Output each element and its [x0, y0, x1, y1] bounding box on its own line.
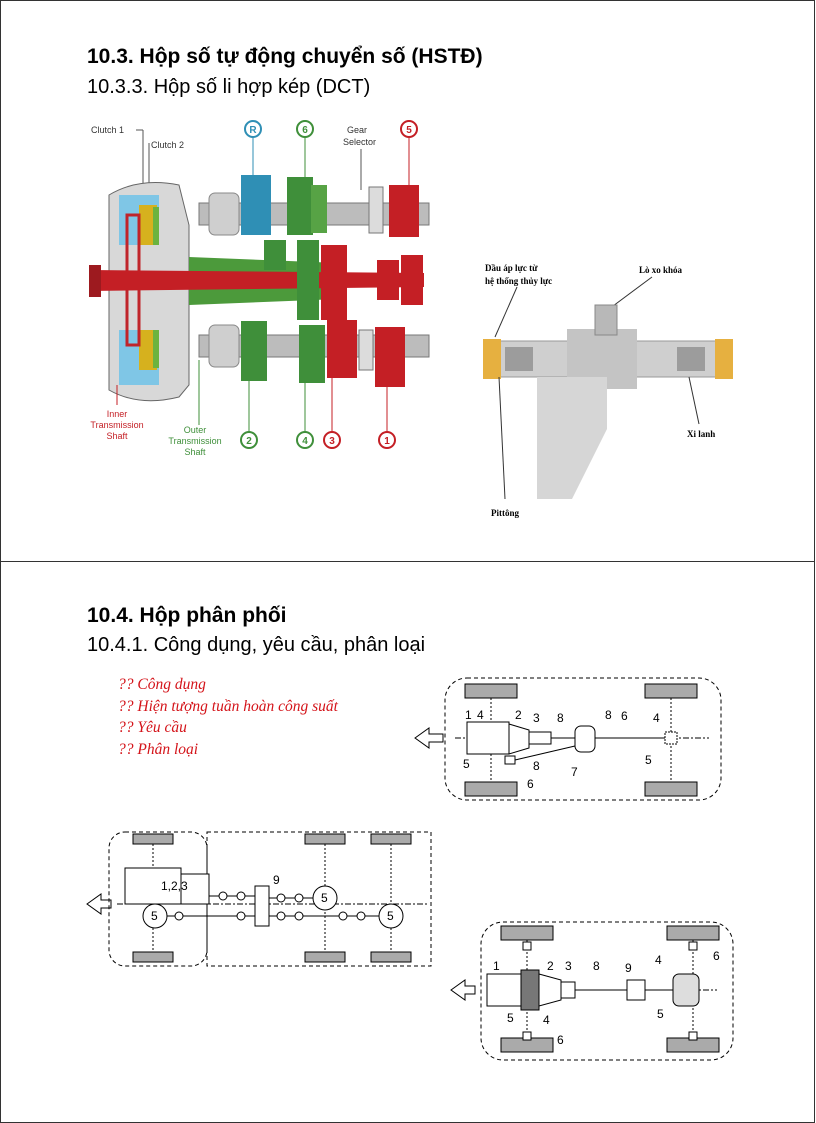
label-a-2: 2 — [515, 708, 522, 722]
slide2-subheading: 10.4.1. Công dụng, yêu cầu, phân loại — [87, 634, 426, 656]
label-a-8a: 8 — [557, 711, 564, 725]
label-c-6a: 6 — [713, 949, 720, 963]
gear-selector-label-1: Gear — [347, 125, 367, 135]
outer-shaft-label-2: Transmission — [168, 436, 221, 446]
label-c-5a: 5 — [507, 1011, 514, 1025]
forward-arrow-icon — [86, 893, 112, 915]
gear-marker-R: R — [244, 120, 262, 138]
label-c-8: 8 — [593, 959, 600, 973]
slide1-heading: 10.3. Hộp số tự động chuyển số (HSTĐ) — [87, 45, 483, 68]
dct-gearbox-illustration: Clutch 1 Clutch 2 Gear Selector — [89, 120, 430, 457]
gear-marker-2: 2 — [240, 431, 258, 449]
svg-text:3: 3 — [329, 436, 335, 447]
gear-selector-label-2: Selector — [343, 137, 376, 147]
svg-text:R: R — [249, 125, 257, 136]
question-item: ?? Công dụng — [118, 676, 206, 693]
slide-gearbox-dct: 10.3. Hộp số tự động chuyển số (HSTĐ) 10… — [0, 0, 815, 562]
question-item: ?? Yêu cầu — [118, 719, 187, 736]
label-b-5c: 5 — [387, 909, 394, 923]
label-b-5b: 5 — [321, 891, 328, 905]
question-list: ?? Công dụng ?? Hiện tượng tuần hoàn côn… — [118, 674, 338, 760]
svg-text:5: 5 — [406, 125, 412, 136]
label-a-5a: 5 — [463, 757, 470, 771]
shift-actuator-illustration: Dầu áp lực từ hệ thống thủy lực Lò xo kh… — [483, 263, 733, 518]
label-a-1: 1 — [465, 708, 472, 722]
label-a-8b: 8 — [605, 708, 612, 722]
gear-marker-6: 6 — [296, 120, 314, 138]
svg-text:1: 1 — [384, 436, 390, 447]
transfer-case-diagram-a: 1 4 2 3 8 8 6 4 5 8 7 5 6 — [414, 677, 722, 801]
label-c-5b: 5 — [657, 1007, 664, 1021]
slide2-heading: 10.4. Hộp phân phối — [87, 604, 287, 627]
label-c-9: 9 — [625, 961, 632, 975]
oil-label-1: Dầu áp lực từ — [485, 263, 538, 273]
gear-marker-5: 5 — [400, 120, 418, 138]
label-c-2: 2 — [547, 959, 554, 973]
svg-text:4: 4 — [302, 436, 308, 447]
spring-label: Lò xo khóa — [639, 265, 683, 275]
inner-shaft-label-3: Shaft — [106, 431, 128, 441]
label-b-9: 9 — [273, 873, 280, 887]
clutch1-label: Clutch 1 — [91, 125, 124, 135]
transfer-case-diagram-b: 1,2,3 9 5 5 5 — [86, 831, 432, 967]
slide-transfer-case: 10.4. Hộp phân phối 10.4.1. Công dụng, y… — [0, 561, 815, 1123]
label-a-4: 4 — [477, 708, 484, 722]
forward-arrow-icon — [450, 979, 476, 1001]
gear-marker-1: 1 — [378, 431, 396, 449]
label-c-4a: 4 — [655, 953, 662, 967]
label-c-1: 1 — [493, 959, 500, 973]
outer-shaft-label-1: Outer — [184, 425, 207, 435]
label-a-6a: 6 — [621, 709, 628, 723]
question-item: ?? Hiện tượng tuần hoàn công suất — [118, 697, 338, 715]
label-c-6b: 6 — [557, 1033, 564, 1047]
outer-shaft-label-3: Shaft — [184, 447, 206, 457]
gear-marker-3: 3 — [323, 431, 341, 449]
label-c-3: 3 — [565, 959, 572, 973]
label-a-6b: 6 — [527, 777, 534, 791]
label-a-5b: 5 — [645, 753, 652, 767]
inner-shaft-label-1: Inner — [107, 409, 128, 419]
transfer-case-diagram-c: 1 2 3 8 9 4 6 5 4 5 6 — [450, 921, 734, 1061]
svg-text:6: 6 — [302, 125, 308, 136]
label-c-4b: 4 — [543, 1013, 550, 1027]
oil-label-2: hệ thống thủy lực — [485, 276, 552, 286]
question-item: ?? Phân loại — [118, 740, 199, 758]
inner-shaft-label-2: Transmission — [90, 420, 143, 430]
label-a-4b: 4 — [653, 711, 660, 725]
label-a-7: 7 — [571, 765, 578, 779]
label-a-8c: 8 — [533, 759, 540, 773]
svg-text:2: 2 — [246, 436, 252, 447]
cylinder-label: Xi lanh — [687, 429, 715, 439]
gear-marker-4: 4 — [296, 431, 314, 449]
clutch2-label: Clutch 2 — [151, 140, 184, 150]
slide1-subheading: 10.3.3. Hộp số li hợp kép (DCT) — [87, 76, 371, 98]
label-b-123: 1,2,3 — [161, 879, 188, 893]
label-b-5a: 5 — [151, 909, 158, 923]
piston-label: Pittông — [491, 508, 519, 518]
forward-arrow-icon — [414, 727, 444, 749]
label-a-3: 3 — [533, 711, 540, 725]
